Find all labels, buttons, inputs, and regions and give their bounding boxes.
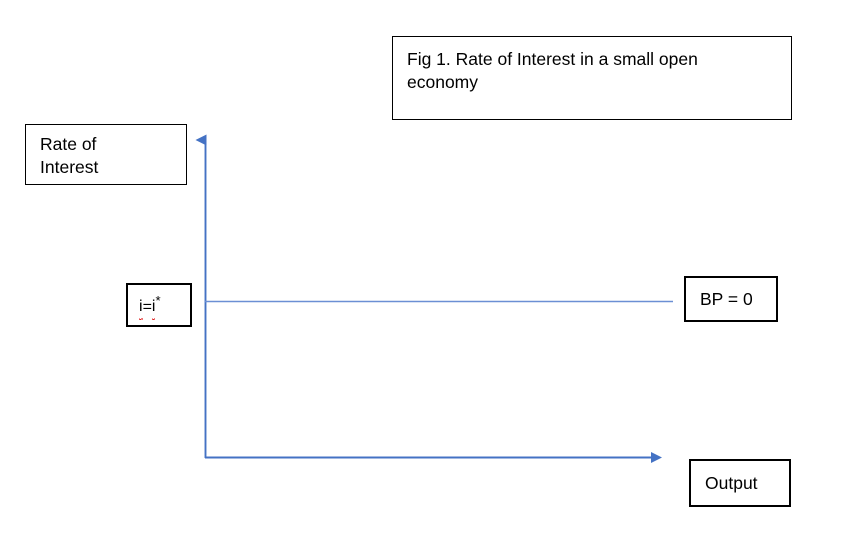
x-axis-label-box: Output bbox=[689, 459, 791, 507]
interest-parity-star: * bbox=[155, 292, 161, 308]
interest-parity-label-box: i=i* bbox=[126, 283, 192, 327]
interest-parity-equals: = bbox=[142, 298, 152, 316]
x-axis-label-text: Output bbox=[705, 472, 758, 493]
figure-title-line-2: economy bbox=[407, 71, 479, 92]
interest-parity-misspelled-i-2: i bbox=[151, 297, 155, 321]
figure-title-box: Fig 1. Rate of Interest in a small open … bbox=[392, 36, 792, 120]
bp-curve-label-box: BP = 0 bbox=[684, 276, 778, 322]
bp-curve-label-text: BP = 0 bbox=[700, 288, 753, 309]
interest-parity-text: i=i* bbox=[139, 292, 161, 321]
y-axis-label-box: Rate of Interest bbox=[25, 124, 187, 185]
y-axis-label-line-1: Rate of bbox=[40, 134, 97, 154]
interest-parity-misspelled-i-1: i bbox=[139, 297, 143, 321]
figure-title-text: Fig 1. Rate of Interest in a small open … bbox=[407, 48, 698, 94]
y-axis-label-text: Rate of Interest bbox=[40, 133, 98, 179]
figure-title-line-1: Fig 1. Rate of Interest in a small open bbox=[407, 49, 698, 69]
y-axis-label-line-2: Interest bbox=[40, 156, 99, 177]
